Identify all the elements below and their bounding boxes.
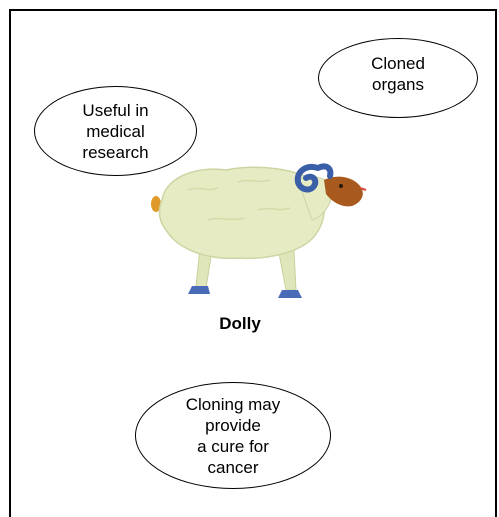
bubble-cloned-organs-text: Cloned organs	[371, 53, 425, 95]
bubble-cloned-organs: Cloned organs	[318, 38, 478, 118]
sheep-hoof-front	[278, 290, 302, 298]
sheep-icon	[148, 150, 372, 306]
bubble-medical-research-text: Useful in medical research	[82, 100, 148, 163]
sheep-hoof-back	[188, 286, 210, 294]
bubble-cure-for-cancer: Cloning may provide a cure for cancer	[135, 382, 331, 489]
bubble-cure-for-cancer-text: Cloning may provide a cure for cancer	[186, 394, 281, 478]
dolly-label: Dolly	[200, 314, 280, 334]
